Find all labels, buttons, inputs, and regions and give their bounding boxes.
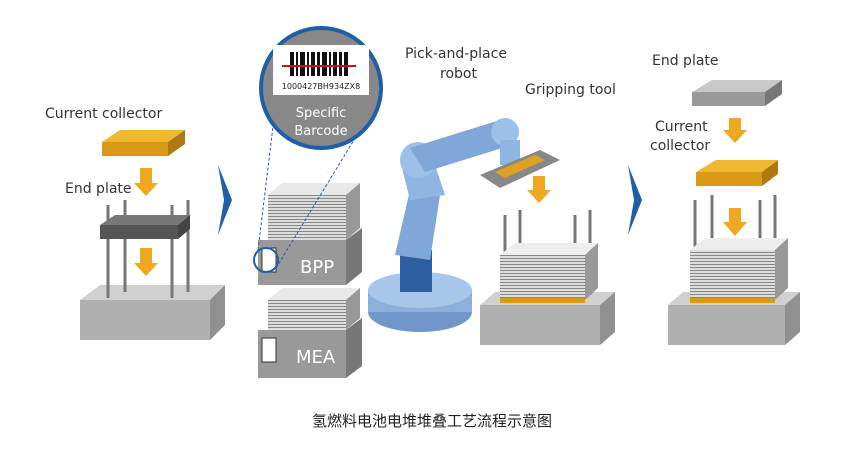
step4-final-assembly: End plate Current collector — [650, 53, 800, 345]
label-mea: MEA — [296, 347, 336, 368]
label-collector: collector — [650, 138, 710, 154]
down-arrow — [134, 168, 158, 196]
step3-stacking — [480, 210, 615, 345]
end-plate — [100, 215, 190, 225]
mea-stack — [268, 300, 346, 330]
bpp-stack — [268, 195, 346, 240]
label-robot-line1: Pick-and-place — [405, 46, 507, 62]
down-arrow — [134, 248, 158, 276]
pick-and-place-robot: Pick-and-place robot Gripping tool — [368, 46, 616, 332]
label-gripping-tool: Gripping tool — [525, 82, 616, 98]
current-collector — [102, 130, 185, 142]
figure-caption: 氢燃料电池电堆堆叠工艺流程示意图 — [311, 412, 552, 430]
barcode-magnifier: 1000427BH934ZX8 Specific Barcode — [259, 26, 383, 150]
chevron-right-icon — [218, 165, 232, 235]
down-arrow — [723, 208, 747, 236]
chevron-right-icon — [628, 165, 642, 235]
label-end-plate: End plate — [65, 181, 132, 197]
end-plate — [692, 80, 782, 92]
label-current: Current — [655, 119, 708, 135]
cell-stack — [500, 255, 585, 300]
step2-bpp-mea-stacks: BPP MEA 1000427BH934ZX8 Specific Barcode — [253, 26, 383, 378]
current-collector — [696, 160, 778, 172]
label-end-plate: End plate — [652, 53, 719, 69]
label-specific: Specific — [296, 106, 347, 121]
label-barcode: Barcode — [294, 124, 347, 139]
label-bpp: BPP — [300, 257, 334, 278]
label-robot-line2: robot — [440, 66, 477, 82]
down-arrow — [723, 118, 747, 143]
base-block — [80, 300, 210, 340]
barcode-number: 1000427BH934ZX8 — [282, 82, 360, 91]
label-current-collector: Current collector — [45, 106, 162, 122]
cell-stack — [690, 250, 775, 300]
barcode-icon — [290, 52, 348, 76]
step1-end-plate-assembly: Current collector End plate — [45, 106, 225, 340]
down-arrow — [527, 176, 551, 203]
